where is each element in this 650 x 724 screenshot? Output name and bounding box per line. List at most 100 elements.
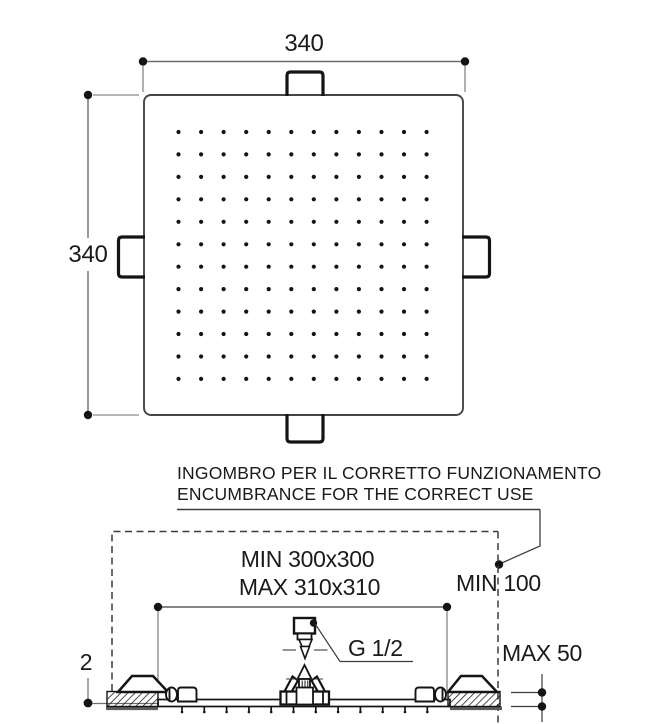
plan-view [83,57,492,444]
nozzle-dot [244,152,249,157]
nozzle-dot [424,219,429,224]
nozzle-dot [311,152,316,157]
nozzle-dot [334,331,339,337]
nozzle-dot [356,219,361,224]
nozzle-dot [289,354,294,359]
nozzle-dot [199,242,204,247]
water-connection-fitting [282,616,328,661]
nozzle-dot [176,331,181,337]
nozzle-dot [176,287,181,292]
section-nozzle-tick-foot [381,710,385,714]
nozzle-dot [244,309,249,314]
nozzle-dot [199,287,204,292]
note-leader [177,508,541,569]
section-nozzle-tick-foot [203,710,206,714]
note-line-italian: INGOMBRO PER IL CORRETTO FUNZIONAMENTO [177,463,602,483]
nozzle-dot [289,219,294,224]
nozzle-dot [424,174,429,179]
nozzle-dot [356,197,361,202]
nozzle-dot [221,354,226,359]
section-nozzle-tick-foot [292,710,295,714]
recess-dimension [153,602,452,691]
nozzle-dot [334,309,339,314]
plate-lip-right [450,706,502,711]
clamp-right [414,686,447,703]
nozzle-dot [221,376,226,381]
clearance-label: MIN 100 [456,570,541,596]
section-nozzle-tick-foot [247,710,251,714]
nozzle-dot [311,219,316,224]
nozzle-dot [221,242,226,247]
nozzle-dot [424,309,429,314]
nozzle-dot [401,287,407,292]
ceiling-thickness-label: MAX 50 [502,640,583,666]
bracket-left [115,674,171,694]
nozzle-dot [356,287,361,292]
section-nozzle-tick-foot [426,710,429,714]
nozzle-dot [176,197,181,202]
plan-width-label: 340 [284,30,324,57]
nozzle-dot [221,309,226,314]
nozzle-dot [334,129,339,135]
nozzle-dot [176,129,181,135]
nozzle-dot [334,354,339,359]
nozzle-dot [176,174,181,179]
nozzle-dot [401,197,407,202]
nozzle-dot [424,376,429,381]
nozzle-dot [221,219,226,224]
nozzle-dot [356,354,361,359]
nozzle-dot [221,287,226,292]
nozzle-dot [176,152,181,157]
nozzle-dot [401,376,407,381]
nozzle-dot [244,376,249,381]
nozzle-dot [199,219,204,224]
note-line-english: ENCUMBRANCE FOR THE CORRECT USE [177,484,534,504]
nozzle-dot [199,309,204,314]
nozzle-dot [266,376,271,381]
nozzle-dot [424,197,429,202]
nozzle-dot [221,174,226,179]
nozzle-dot [401,264,407,269]
nozzle-dot [334,197,339,202]
bracket-right [445,674,500,694]
ceiling-section [106,690,501,708]
nozzle-dot [311,129,316,135]
nozzle-dot [311,354,316,359]
nozzle-dot [266,242,271,247]
nozzle-dot [266,129,271,135]
nozzle-dot [311,376,316,381]
nozzle-dot [311,287,316,292]
nozzle-dot [199,129,204,135]
plate-edge-label: 2 [79,649,93,675]
nozzle-dot [379,197,384,202]
tab-right [462,235,492,279]
nozzle-dot [244,129,249,135]
nozzle-dot [266,354,271,359]
nozzle-dot [401,309,407,314]
clamp-left [165,686,198,703]
nozzle-dot [401,129,407,135]
nozzle-ticks [180,706,429,714]
nozzle-dot [176,354,181,359]
nozzle-dot [244,264,249,269]
nozzle-dot [289,264,294,269]
nozzle-dot [311,242,316,247]
nozzle-dot [221,197,226,202]
nozzle-dot [401,152,407,157]
nozzle-dot [311,174,316,179]
nozzle-dot [244,197,249,202]
nozzle-dot [266,264,271,269]
nozzle-dot [356,309,361,314]
nozzle-dot [199,331,204,337]
tab-top [285,70,325,96]
nozzle-dot [244,242,249,247]
nozzle-dot [289,197,294,202]
nozzle-dot [379,219,384,224]
connection-label: G 1/2 [348,635,403,661]
nozzle-dot [289,174,294,179]
nozzle-dot [379,376,384,381]
nozzle-dot [356,174,361,179]
nozzle-dot [199,174,204,179]
nozzle-dot [311,197,316,202]
nozzle-dot [356,331,361,337]
